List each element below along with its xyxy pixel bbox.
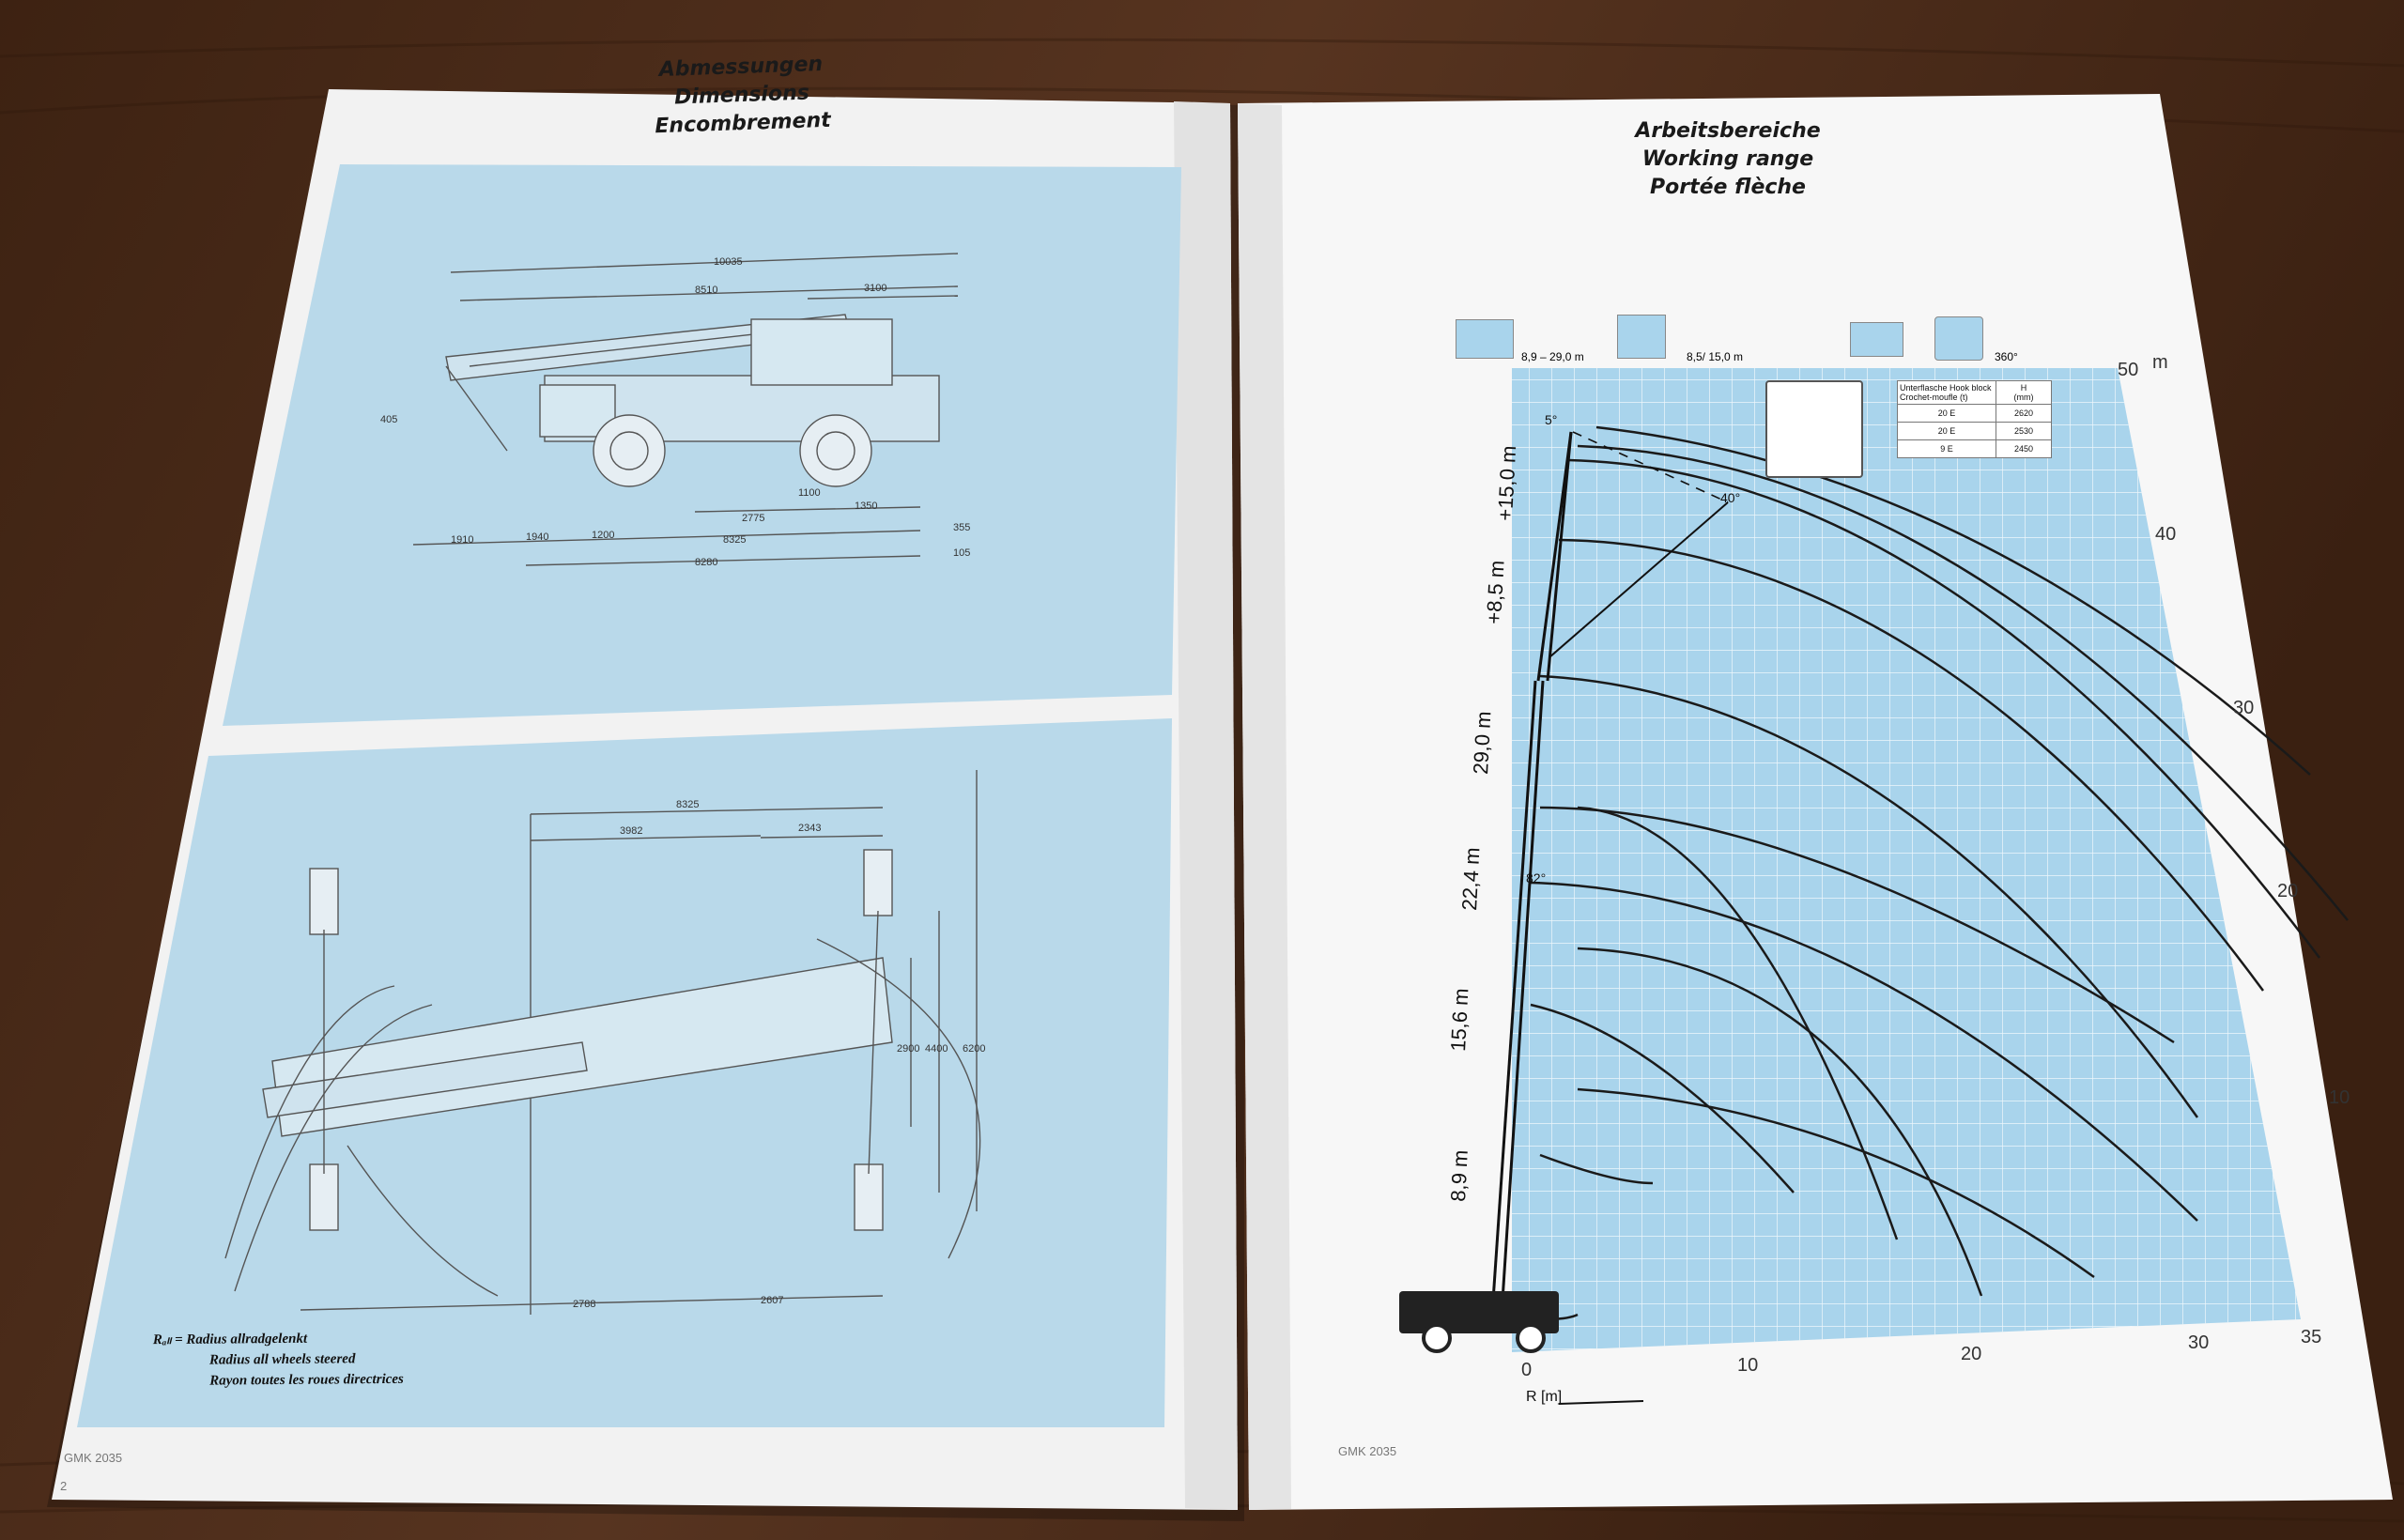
dim-text: 8325 — [676, 799, 699, 810]
right-title-en: Working range — [1641, 147, 1814, 171]
slewing-label: 360° — [1995, 350, 2018, 363]
hook-header-col2: H (mm) — [1996, 380, 2052, 405]
dim-text: 355 — [953, 522, 970, 533]
y-unit: m — [2152, 357, 2168, 373]
slewing-icon — [1934, 316, 1983, 361]
dim-text: 1350 — [855, 500, 877, 512]
side-view-drawing: 10035 8510 3100 1910 1940 1200 2775 1350… — [380, 253, 970, 568]
dim-text: 1200 — [592, 530, 614, 541]
y-tick: 20 — [2277, 881, 2298, 901]
hook-header-col1-text: Unterflasche Hook block Crochet-moufle — [1900, 383, 1992, 402]
y-tick: 50 — [2118, 360, 2138, 380]
x-tick: 20 — [1961, 1344, 1981, 1364]
dim-text: 2343 — [798, 823, 821, 834]
dim-text: 2788 — [573, 1299, 595, 1310]
hook-block-table: Unterflasche Hook block Crochet-moufle (… — [1765, 380, 2057, 498]
boom-length-label: 29,0 m — [1469, 711, 1495, 775]
x-tick: 10 — [1737, 1355, 1758, 1376]
y-tick: 30 — [2233, 698, 2254, 718]
hook-row-cell: 2450 — [1996, 439, 2052, 458]
dim-text: 6200 — [963, 1043, 985, 1055]
boom-length-label: +8,5 m — [1482, 560, 1509, 624]
dim-text: 1910 — [451, 534, 473, 546]
hook-icon — [1765, 380, 1863, 478]
dim-text: 10035 — [714, 256, 743, 268]
y-tick: 10 — [2329, 1087, 2350, 1108]
y-tick: 40 — [2155, 524, 2176, 545]
boom-length-label: 8,9 m — [1446, 1149, 1472, 1202]
dim-text: 1940 — [526, 531, 548, 543]
hook-header-col1: Unterflasche Hook block Crochet-moufle (… — [1897, 380, 1996, 405]
hook-header-col2-text: H — [2020, 383, 2027, 393]
dim-text: 8280 — [695, 557, 717, 568]
left-page-number: 2 — [60, 1479, 68, 1493]
dim-text: 3100 — [864, 283, 886, 294]
dim-text: 2900 — [897, 1043, 919, 1055]
icon-row: 8,9 – 29,0 m 8,5/ 15,0 m 360° — [1456, 315, 2113, 363]
x-axis-arrow — [1558, 1400, 1644, 1405]
angle-label: 40° — [1720, 490, 1740, 505]
dim-text: 8510 — [695, 285, 717, 296]
jib-icon — [1617, 315, 1666, 359]
right-footer: GMK 2035 — [1338, 1444, 1397, 1458]
right-title: Arbeitsbereiche Working range Portée flè… — [1578, 117, 1878, 202]
jib-range-label: 8,5/ 15,0 m — [1687, 350, 1744, 363]
angle-label: 82° — [1526, 870, 1546, 886]
angle-label: 5° — [1545, 412, 1557, 427]
dim-text: 8325 — [723, 534, 746, 546]
hook-row-cell: 2620 — [1996, 404, 2052, 423]
hook-table: Unterflasche Hook block Crochet-moufle (… — [1897, 380, 2052, 458]
x-tick: 30 — [2188, 1332, 2209, 1353]
boom-icon — [1456, 319, 1514, 359]
boom-length-label: 22,4 m — [1457, 847, 1484, 911]
hook-header-col2-unit: (mm) — [2013, 393, 2034, 402]
dim-text: 105 — [953, 547, 970, 559]
outrigger-icon — [1850, 322, 1903, 357]
dim-text: 4400 — [925, 1043, 948, 1055]
dim-text: 1100 — [798, 487, 821, 499]
dim-text: 2775 — [742, 513, 764, 524]
left-footer: GMK 2035 — [64, 1451, 123, 1465]
working-range-chart: 8,9 m 15,6 m 22,4 m 29,0 m +8,5 m +15,0 … — [1399, 357, 2350, 1405]
hook-row-cell: 2530 — [1996, 422, 2052, 440]
dim-text: 3982 — [620, 825, 642, 837]
hook-row-cell: 9 E — [1897, 439, 1996, 458]
dim-text: 405 — [380, 414, 397, 425]
boom-length-label: +15,0 m — [1493, 445, 1520, 521]
dim-text: 2607 — [761, 1295, 783, 1306]
x-axis-label: R [m] — [1526, 1389, 1562, 1405]
boom-length-label: 15,6 m — [1446, 988, 1472, 1052]
hook-header-col1-unit: (t) — [1960, 393, 1968, 402]
hook-row-cell: 20 E — [1897, 422, 1996, 440]
hook-row-cell: 20 E — [1897, 404, 1996, 423]
right-title-fr: Portée flèche — [1650, 176, 1806, 199]
right-title-de: Arbeitsbereiche — [1635, 119, 1821, 143]
top-view-drawing: 8325 3982 2343 2788 2607 2900 4400 6200 — [224, 770, 985, 1315]
x-tick: 35 — [2301, 1327, 2321, 1348]
x-tick: 0 — [1521, 1360, 1532, 1380]
boom-range-label: 8,9 – 29,0 m — [1521, 350, 1584, 363]
